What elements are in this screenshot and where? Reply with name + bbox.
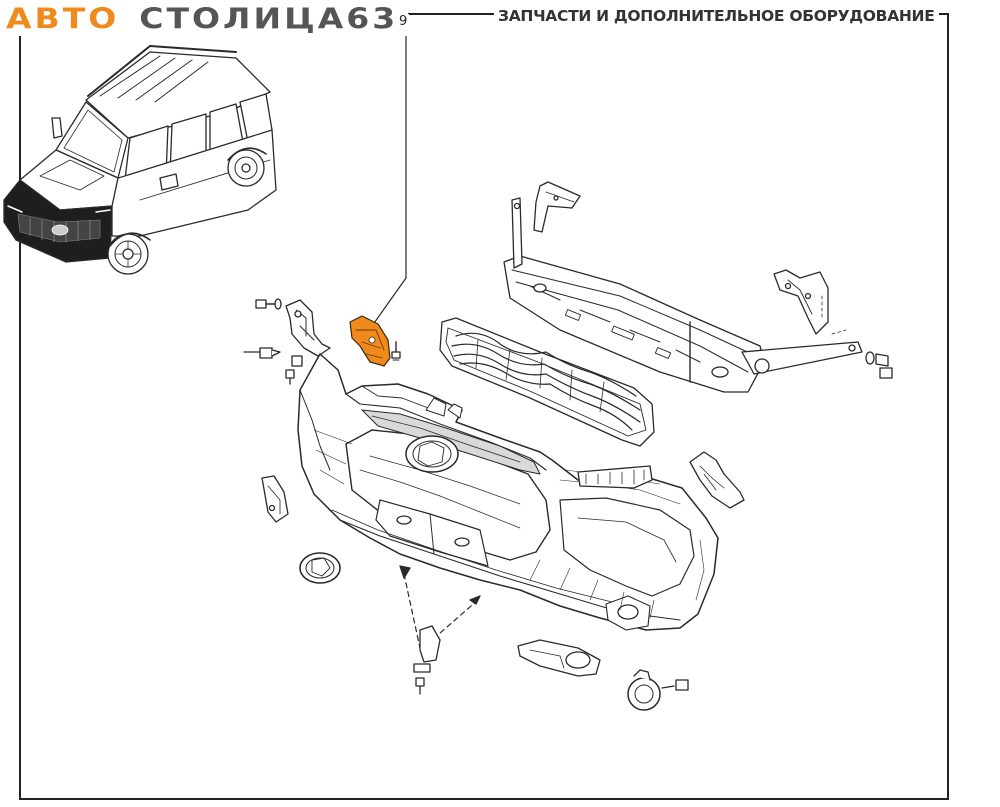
beam-right-bracket bbox=[773, 269, 829, 335]
callout-number: 9 bbox=[397, 14, 410, 29]
trim-strip bbox=[577, 465, 653, 489]
plate-clip-assembly bbox=[399, 565, 481, 695]
brand-word-auto: АВТО bbox=[6, 1, 120, 36]
callout-leader-line bbox=[371, 27, 407, 327]
left-lower-bracket bbox=[261, 475, 289, 523]
vehicle-illustration bbox=[3, 45, 277, 275]
front-bumper-cover bbox=[297, 353, 719, 631]
bumper-reinforcement-beam bbox=[503, 255, 863, 393]
left-fasteners bbox=[243, 298, 303, 385]
header-tagline: ЗАПЧАСТИ И ДОПОЛНИТЕЛЬНОЕ ОБОРУДОВАНИЕ bbox=[494, 5, 939, 27]
highlighted-bracket-part bbox=[349, 315, 391, 367]
left-side-bracket bbox=[285, 299, 331, 357]
brand-word-capital: СТОЛИЦА bbox=[139, 1, 347, 36]
right-fasteners bbox=[865, 351, 893, 379]
beam-top-bracket bbox=[533, 181, 581, 233]
brand-word-region: 63 bbox=[346, 1, 399, 36]
brand-logo: АВТО СТОЛИЦА 63 bbox=[6, 1, 409, 36]
diagram-frame bbox=[19, 13, 949, 800]
loose-emblem bbox=[299, 552, 341, 584]
beam-left-upright bbox=[511, 197, 523, 269]
right-side-bracket bbox=[689, 451, 745, 509]
fog-lamp bbox=[627, 669, 689, 711]
upper-grille bbox=[439, 317, 655, 447]
fog-lamp-bezel bbox=[517, 639, 601, 677]
bracket-screw bbox=[391, 341, 401, 361]
